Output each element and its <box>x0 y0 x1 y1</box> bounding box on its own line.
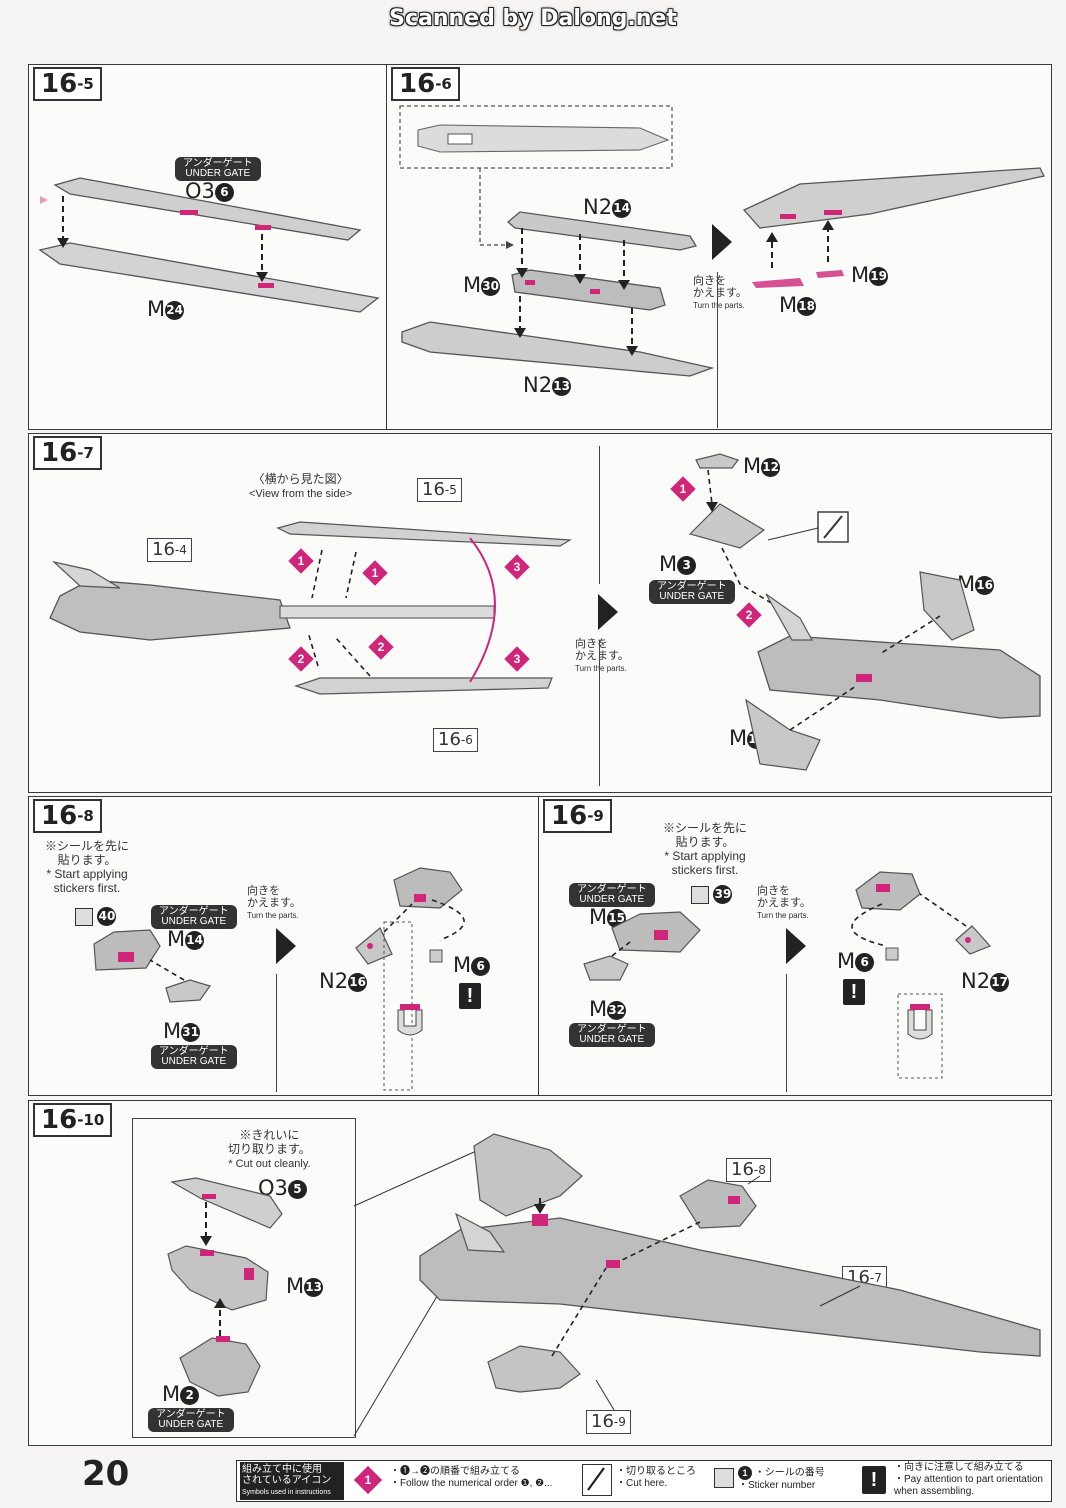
turn-parts-note: 向きをかえます。Turn the parts. <box>575 638 629 673</box>
part-n2-14: N214 <box>583 195 632 219</box>
side-view-label: 〈横から見た図〉<View from the side> <box>249 472 353 500</box>
part-m30: M30 <box>463 273 501 297</box>
attention-icon: ! <box>459 983 481 1009</box>
legend-attention: ・向きに注意して組み立てる・Pay attention to part orie… <box>894 1462 1043 1497</box>
order-icon: 1 <box>353 1465 383 1495</box>
legend-cut: ・切り取るところ・Cut here. <box>616 1466 696 1489</box>
ref-16-5: 16-5 <box>417 478 462 502</box>
order-3-marker: 3 <box>504 554 530 580</box>
sticker-icon <box>714 1468 734 1488</box>
part-n2-13: N213 <box>523 373 572 397</box>
ref-16-8: 16-8 <box>726 1158 771 1182</box>
part-n2-16: N216 <box>319 969 368 993</box>
ref-16-9: 16-9 <box>586 1410 631 1434</box>
part-m17: M17 <box>729 726 767 750</box>
step-label-16-5: 16-5 <box>33 67 102 101</box>
divider-16-6 <box>717 272 718 428</box>
next-arrow-16-8 <box>276 928 296 964</box>
part-n2-17: N217 <box>961 969 1010 993</box>
step-label-16-6: 16-6 <box>391 67 460 101</box>
part-m12: M12 <box>743 454 781 478</box>
part-m31: M31 <box>163 1019 201 1043</box>
ref-16-6: 16-6 <box>433 728 478 752</box>
part-m13: M13 <box>286 1274 324 1298</box>
next-arrow-16-9 <box>786 928 806 964</box>
part-m19: M19 <box>851 263 889 287</box>
next-arrow-16-7 <box>598 594 618 630</box>
divider-16-9 <box>786 974 787 1092</box>
step-label-16-8: 16-8 <box>33 799 102 833</box>
part-m16: M16 <box>957 572 995 596</box>
attention-icon: ! <box>843 979 865 1005</box>
divider-16-7b <box>599 640 600 786</box>
order-2-marker: 2 <box>288 646 314 672</box>
sticker-40: 40 <box>75 907 117 926</box>
part-m24: M24 <box>147 297 185 321</box>
step-label-16-10: 16-10 <box>33 1103 113 1137</box>
panel-16-7: 16-7 〈横から見た図〉<View from the side> 16-5 1… <box>28 433 1052 793</box>
step-label-16-9: 16-9 <box>543 799 612 833</box>
part-m18: M18 <box>779 293 817 317</box>
attention-icon: ! <box>862 1466 886 1494</box>
divider-16-7 <box>599 446 600 584</box>
order-1-marker: 1 <box>670 476 696 502</box>
part-m15: M15 <box>589 905 627 929</box>
next-arrow-16-6 <box>712 224 732 260</box>
order-2-marker: 2 <box>736 602 762 628</box>
step-label-16-7: 16-7 <box>33 436 102 470</box>
part-m14: M14 <box>167 927 205 951</box>
order-2-marker: 2 <box>368 634 394 660</box>
scanner-watermark: Scanned by Dalong.net <box>389 6 677 31</box>
turn-parts-note: 向きをかえます。Turn the parts. <box>693 275 747 310</box>
order-1-marker: 1 <box>362 560 388 586</box>
legend-sticker: 1 ・シールの番号・Sticker number <box>738 1466 825 1491</box>
cut-cleanly-note: ※きれいに切り取ります。* Cut out cleanly. <box>228 1128 311 1170</box>
legend-order: ・❶→❷の順番で組み立てる・Follow the numerical order… <box>390 1466 553 1489</box>
turn-parts-note: 向きをかえます。Turn the parts. <box>247 885 301 920</box>
ref-16-4: 16-4 <box>147 538 192 562</box>
ref-16-7: 16-7 <box>842 1266 887 1290</box>
part-m32: M32 <box>589 997 627 1021</box>
divider-16-8 <box>276 974 277 1092</box>
order-1-marker: 1 <box>288 548 314 574</box>
order-3-marker: 3 <box>504 646 530 672</box>
page-number: 20 <box>82 1454 130 1494</box>
sticker-39: 39 <box>691 885 733 904</box>
turn-parts-note: 向きをかえます。Turn the parts. <box>757 885 811 920</box>
cut-icon <box>582 1464 612 1496</box>
